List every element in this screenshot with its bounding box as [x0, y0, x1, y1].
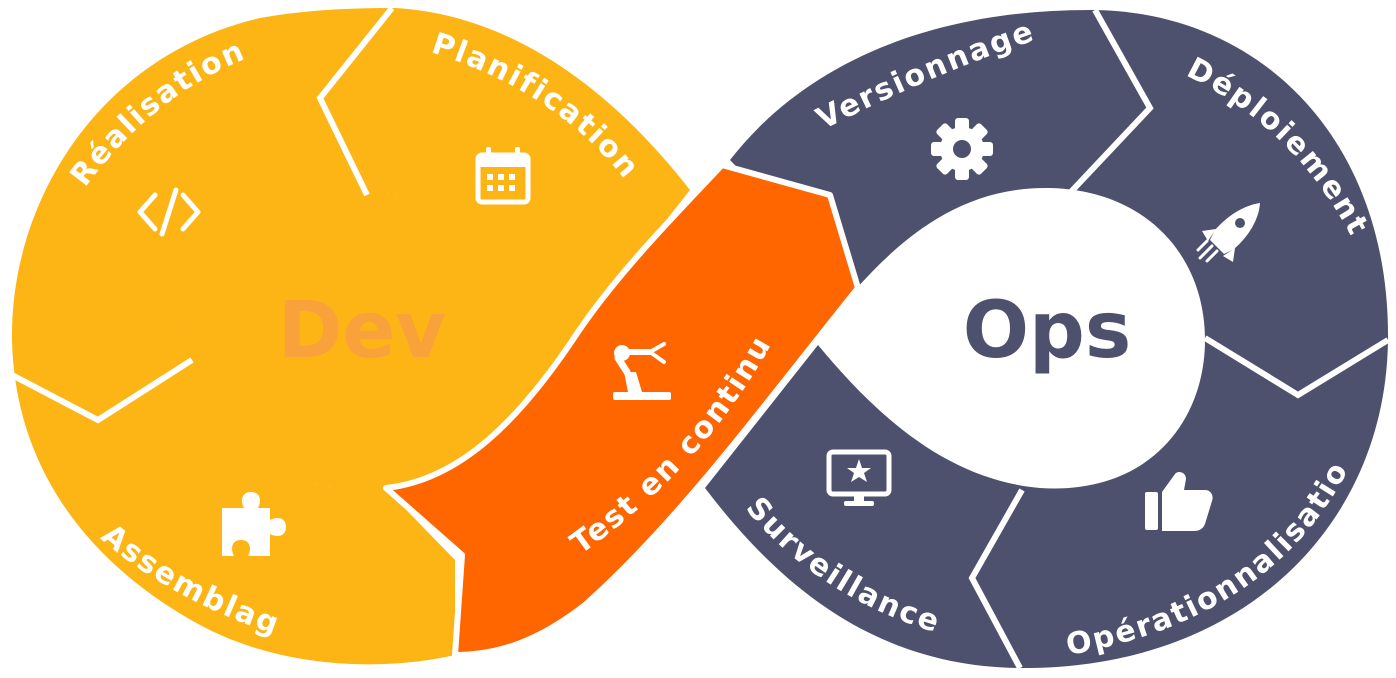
- ops-lobe: [705, 8, 1390, 670]
- dev-ring: [11, 8, 691, 665]
- ops-ring: [705, 10, 1389, 669]
- gear-icon: [931, 118, 993, 180]
- divider-realisation-planification: [316, 6, 395, 197]
- dev-hub-label: Dev: [278, 286, 447, 376]
- puzzle-icon: [222, 492, 286, 556]
- divider-surveillance-operationnalisation: [968, 488, 1025, 670]
- divider-deploiement-operationnalisation: [1203, 335, 1390, 399]
- dev-dividers: [8, 6, 395, 424]
- robot-arm-icon: [613, 342, 671, 400]
- monitor-star-icon: [826, 449, 892, 506]
- calendar-icon: [475, 147, 531, 205]
- divider-versionnage-deploiement: [1065, 8, 1154, 198]
- ops-dividers: [968, 8, 1390, 670]
- rocket-icon: [1196, 203, 1260, 263]
- divider-realisation-assemblage: [8, 357, 194, 424]
- test-band: [383, 162, 861, 658]
- thumbs-up-icon: [1145, 471, 1213, 531]
- dev-lobe: [8, 6, 691, 665]
- code-icon: [137, 187, 201, 237]
- ops-hub-label: Ops: [963, 286, 1132, 376]
